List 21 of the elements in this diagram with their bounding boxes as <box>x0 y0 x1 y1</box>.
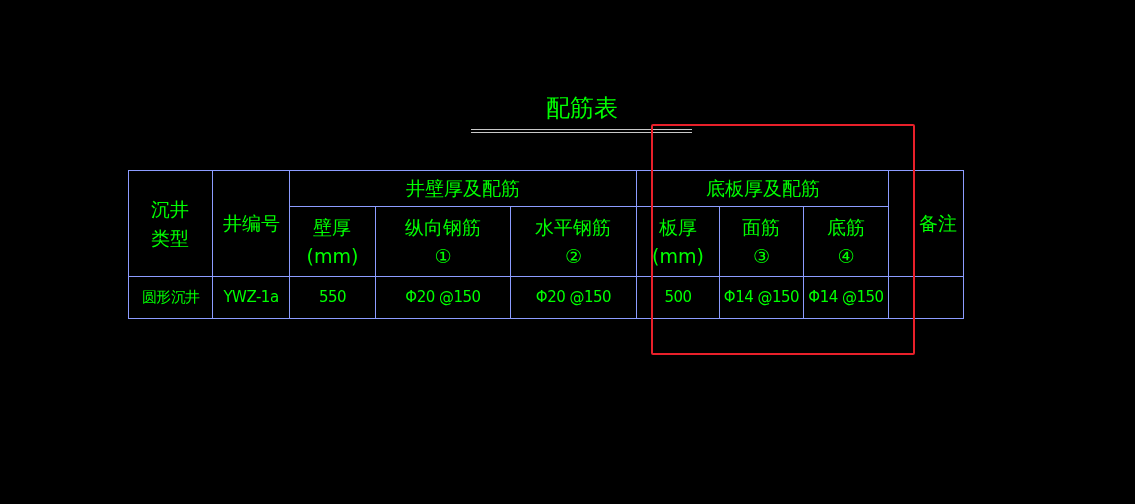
table-cell-text: Φ20 @150 <box>535 287 612 309</box>
column-header: 备注 <box>919 211 957 237</box>
column-header: 底筋④ <box>826 215 866 269</box>
column-header: 壁厚(mm) <box>305 215 360 269</box>
column-header: 面筋③ <box>741 215 782 269</box>
table-cell-text: Φ14 @150 <box>808 287 884 309</box>
table-cell-text: YWZ-1a <box>223 287 279 309</box>
column-header: 井壁厚及配筋 <box>406 176 520 202</box>
table-title: 配筋表 <box>544 93 619 124</box>
table-cell-text: Φ14 @150 <box>723 287 800 309</box>
column-header: 井编号 <box>222 211 280 237</box>
column-header: 纵向钢筋① <box>404 215 482 269</box>
column-header: 底板厚及配筋 <box>705 176 820 202</box>
column-header: 水平钢筋② <box>534 215 613 269</box>
table-cell-text: 500 <box>664 287 692 309</box>
table-cell-text: Φ20 @150 <box>405 287 481 309</box>
table-cell-text: 550 <box>318 287 347 309</box>
table-cell-text: 圆形沉井 <box>141 287 200 309</box>
column-header: 板厚(mm) <box>651 215 705 269</box>
column-header: 沉井类型 <box>150 197 191 251</box>
highlight-rectangle <box>651 124 915 355</box>
